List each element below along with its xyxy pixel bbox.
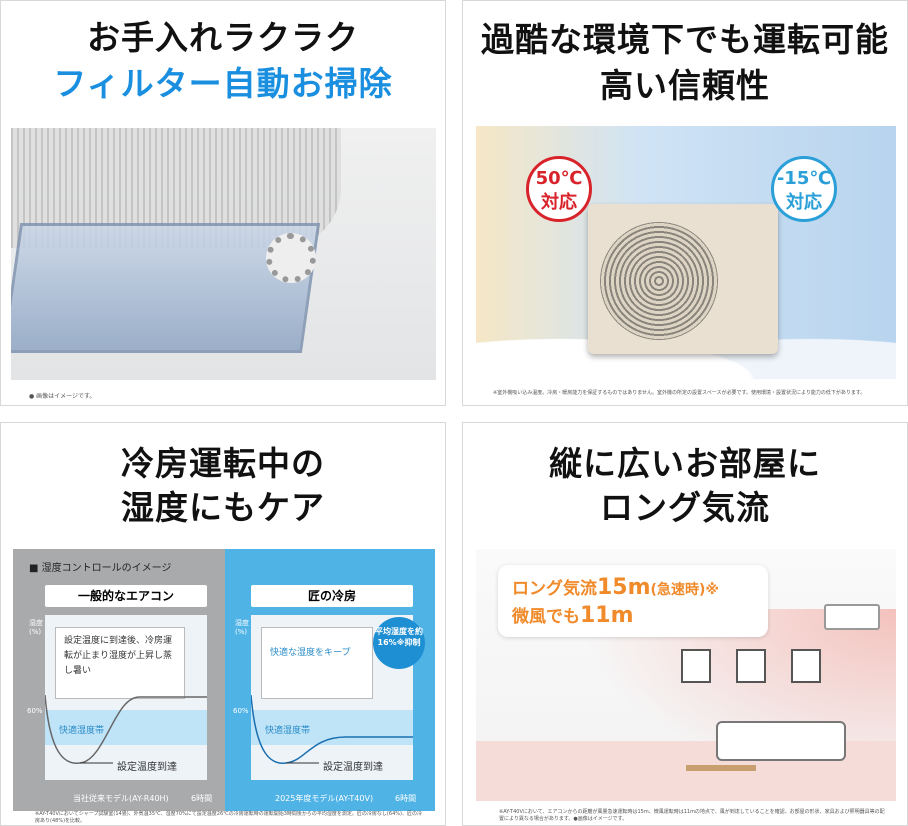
panel-reliability: 過酷な環境下でも運転可能 高い信頼性 50℃ 対応 -15℃ 対応 ※室外機吸い… xyxy=(462,0,908,406)
chart-title: ■ 湿度コントロールのイメージ xyxy=(29,563,172,574)
outdoor-unit xyxy=(588,204,778,354)
right-y-label: 湿度 (%) xyxy=(235,619,249,636)
callout-line2-value: 11m xyxy=(580,603,634,628)
right-plot: 快適湿度帯 快適な湿度をキープ 平均湿度を約16%※抑制 設定温度到達 xyxy=(251,615,425,780)
room-illustration: ロング気流15m(急速時)※ 微風でも11m xyxy=(476,549,896,801)
hot-temp-label: 対応 xyxy=(541,192,577,213)
panel-humidity-care: 冷房運転中の 湿度にもケア ■ 湿度コントロールのイメージ 一般的なエアコン 湿… xyxy=(0,422,446,826)
picture-frame xyxy=(791,649,821,683)
left-header: 一般的なエアコン xyxy=(45,585,207,607)
panel1-title-line2: フィルター自動お掃除 xyxy=(53,64,393,103)
outdoor-unit-photo: 50℃ 対応 -15℃ 対応 xyxy=(476,126,896,379)
panel1-note: ● 画像はイメージです。 xyxy=(29,393,96,400)
picture-frame xyxy=(736,649,766,683)
cold-temp-badge: -15℃ 対応 xyxy=(771,156,837,222)
left-time: 6時間 xyxy=(191,794,213,803)
right-tick-60: 60% xyxy=(233,707,249,715)
right-reached-label: 設定温度到達 xyxy=(323,762,383,773)
left-speech-bubble: 設定温度に到達後、冷房運転が止まり湿度が上昇し蒸し暑い xyxy=(55,627,185,699)
left-y-label: 湿度 (%) xyxy=(29,619,43,636)
panel-filter-auto-clean: お手入れラクラク フィルター自動お掃除 ● 画像はイメージです。 xyxy=(0,0,446,406)
airflow-callout: ロング気流15m(急速時)※ 微風でも11m xyxy=(498,565,768,637)
fan-icon xyxy=(600,222,718,340)
panel3-note: ※AY-T40Vにおいてシャープ試験室(14畳)、外気温35℃、湿度70%にて設… xyxy=(35,811,422,824)
left-model: 当社従来モデル(AY-R40H) xyxy=(73,794,169,803)
panel3-title-line2: 湿度にもケア xyxy=(121,488,325,527)
hot-temp-badge: 50℃ 対応 xyxy=(526,156,592,222)
right-header: 匠の冷房 xyxy=(251,585,413,607)
right-band-label: 快適湿度帯 xyxy=(265,726,311,736)
hot-temp-value: 50℃ xyxy=(535,168,583,189)
panel2-title-line2: 高い信頼性 xyxy=(600,66,770,105)
left-band-label: 快適湿度帯 xyxy=(59,726,105,736)
panel4-title-line2: ロング気流 xyxy=(600,488,770,527)
picture-frame xyxy=(681,649,711,683)
callout-line1-prefix: ロング気流 xyxy=(512,579,597,599)
right-humidity-curve xyxy=(251,694,413,764)
panel2-note: ※室外機吸い込み温度。冷房・暖房能力を保証するものではありません。室外機の所定の… xyxy=(493,390,866,396)
right-model: 2025年度モデル(AY-T40V) xyxy=(275,794,374,803)
air-conditioner xyxy=(824,604,880,630)
left-humidity-curve xyxy=(45,694,207,764)
panel3-title-line1: 冷房運転中の xyxy=(121,444,325,483)
filter-illustration xyxy=(11,128,436,380)
coffee-table xyxy=(686,765,756,771)
left-tick-60: 60% xyxy=(27,707,43,715)
comfort-band xyxy=(45,710,207,745)
panel4-title-line1: 縦に広いお部屋に xyxy=(549,444,821,483)
gear-icon xyxy=(266,233,316,283)
panel1-title-line1: お手入れラクラク xyxy=(87,18,359,57)
humidity-chart: ■ 湿度コントロールのイメージ 一般的なエアコン 湿度 (%) 60% 快適湿度… xyxy=(13,549,435,811)
humidity-reduction-badge: 平均湿度を約16%※抑制 xyxy=(373,617,425,669)
right-speech-bubble: 快適な湿度をキープ xyxy=(261,627,373,699)
left-reached-label: 設定温度到達 xyxy=(117,762,177,773)
callout-line2-prefix: 微風でも xyxy=(512,607,580,627)
panel-long-airflow: 縦に広いお部屋に ロング気流 ロング気流15m(急速時)※ 微風でも11m ※A… xyxy=(462,422,908,826)
panel2-title-line1: 過酷な環境下でも運転可能 xyxy=(481,20,889,59)
sofa xyxy=(716,721,846,761)
cold-temp-value: -15℃ xyxy=(776,168,832,189)
right-time: 6時間 xyxy=(395,794,417,803)
cold-temp-label: 対応 xyxy=(786,192,822,213)
callout-line1-suffix: (急速時)※ xyxy=(650,582,719,598)
panel4-note: ※AY-T40Vにおいて、エアコンからの距離が風量急速運転時は15m、微風運転時… xyxy=(499,809,885,822)
callout-line1-value: 15m xyxy=(597,575,651,600)
left-plot: 快適湿度帯 設定温度に到達後、冷房運転が止まり湿度が上昇し蒸し暑い 設定温度到達 xyxy=(45,615,207,780)
